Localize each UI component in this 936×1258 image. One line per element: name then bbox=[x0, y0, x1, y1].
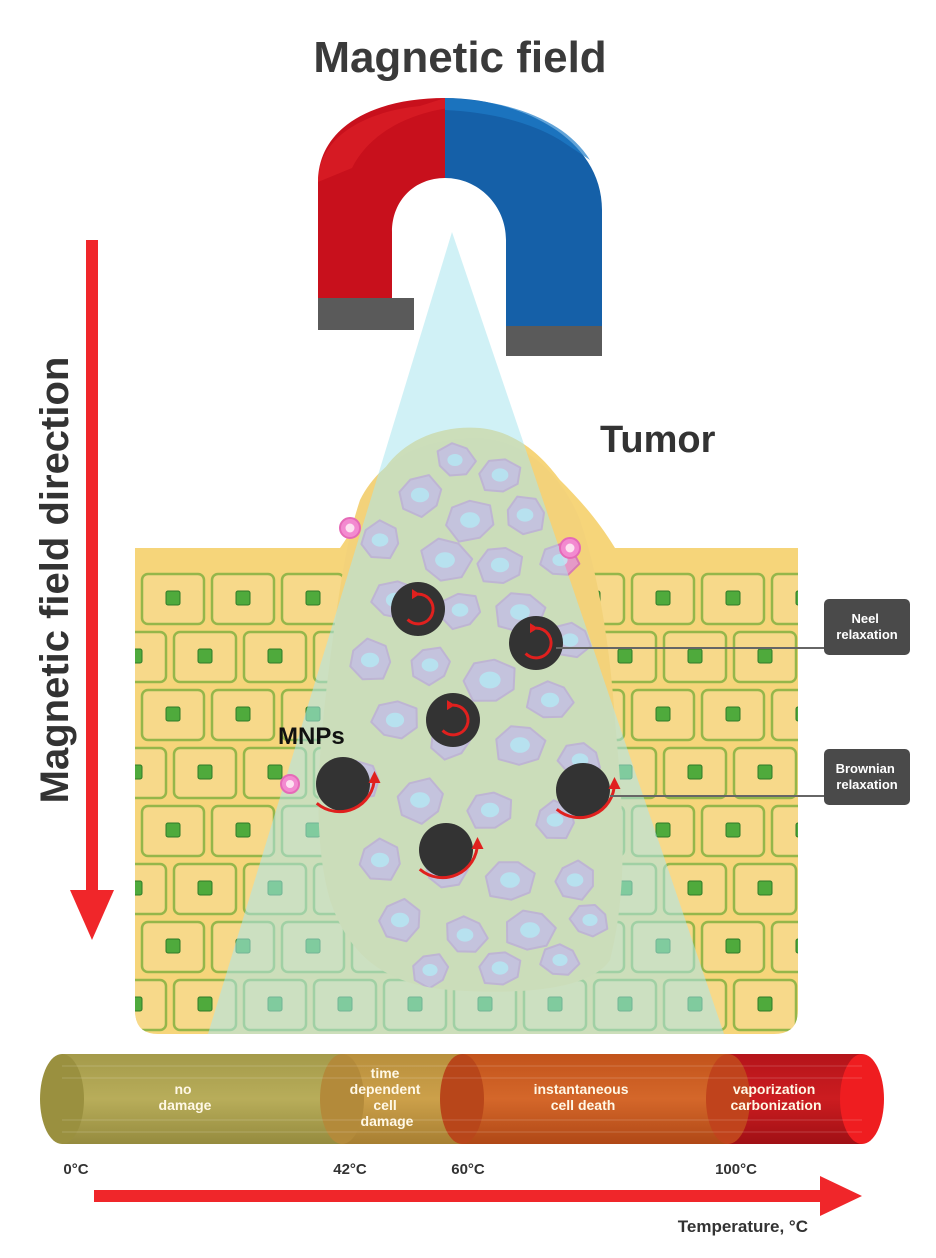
healthy-cell bbox=[210, 688, 276, 742]
segment-no-damage-line-1: no bbox=[175, 1081, 192, 1097]
healthy-cell bbox=[770, 572, 798, 626]
tick-0: 0°C bbox=[63, 1161, 88, 1178]
field-direction-label: Magnetic field direction bbox=[33, 357, 77, 804]
segment-time-dependent-line-2: dependent bbox=[350, 1081, 421, 1097]
healthy-cell bbox=[280, 572, 346, 626]
svg-text:no damage: no damage bbox=[159, 1081, 212, 1113]
healthy-cell bbox=[172, 746, 238, 800]
mnp-particle bbox=[426, 693, 480, 747]
healthy-cell bbox=[630, 688, 696, 742]
healthy-cell bbox=[140, 804, 206, 858]
svg-text:Brownian relaxation: Brownian relaxation bbox=[836, 761, 899, 792]
healthy-cell bbox=[210, 572, 276, 626]
neel-callout-box bbox=[824, 599, 910, 655]
temperature-label: Temperature, °C bbox=[678, 1217, 808, 1236]
segment-no-damage bbox=[62, 1054, 342, 1144]
svg-text:instantaneous cell death: instantaneous cell death bbox=[534, 1081, 633, 1113]
mnp-particle bbox=[315, 757, 381, 814]
neel-callout-line-2: relaxation bbox=[836, 627, 897, 642]
segment-vaporization-line-1: vaporization bbox=[733, 1081, 815, 1097]
segment-time-dependent-line-1: time bbox=[371, 1065, 400, 1081]
brownian-callout-line-1: Brownian bbox=[836, 761, 895, 776]
tumor-label: Tumor bbox=[600, 419, 716, 461]
healthy-cell bbox=[242, 630, 308, 684]
healthy-cell bbox=[662, 746, 728, 800]
mnp-particle bbox=[391, 582, 445, 636]
mnp-particle bbox=[509, 616, 563, 670]
healthy-cell bbox=[630, 572, 696, 626]
mnps-label: MNPs bbox=[278, 723, 345, 750]
bar-left-cap bbox=[40, 1054, 84, 1144]
segment-time-dependent-line-3: cell bbox=[373, 1097, 396, 1113]
segment-no-damage-line-2: damage bbox=[159, 1097, 212, 1113]
healthy-cell bbox=[172, 630, 238, 684]
tumor-cell bbox=[339, 517, 361, 539]
healthy-cell bbox=[770, 804, 798, 858]
temperature-bar bbox=[40, 1054, 884, 1144]
segment-vaporization bbox=[728, 1054, 862, 1144]
magnet-blue-tip bbox=[506, 326, 602, 356]
healthy-cell bbox=[770, 688, 798, 742]
mnp-particle bbox=[418, 823, 484, 880]
tumor-cell bbox=[559, 537, 581, 559]
tick-100: 100°C bbox=[715, 1161, 757, 1178]
brownian-callout-box bbox=[824, 749, 910, 805]
healthy-cell bbox=[700, 688, 766, 742]
healthy-cell bbox=[700, 572, 766, 626]
segment-instantaneous-cap bbox=[706, 1054, 750, 1144]
healthy-cell bbox=[700, 804, 766, 858]
magnet-red-tip bbox=[318, 298, 414, 330]
segment-instantaneous-line-2: cell death bbox=[551, 1097, 616, 1113]
magnet bbox=[318, 98, 602, 356]
healthy-cell bbox=[135, 862, 168, 916]
healthy-cell bbox=[135, 630, 168, 684]
svg-text:Neel relaxation: Neel relaxation bbox=[836, 611, 897, 642]
segment-time-dependent bbox=[342, 1054, 462, 1144]
healthy-cell bbox=[140, 920, 206, 974]
svg-text:vaporization carbonization: vaporization carbonization bbox=[730, 1081, 821, 1113]
segment-vaporization-line-2: carbonization bbox=[730, 1097, 821, 1113]
healthy-cell bbox=[662, 630, 728, 684]
segment-instantaneous-line-1: instantaneous bbox=[534, 1081, 629, 1097]
brownian-callout-line-2: relaxation bbox=[836, 777, 897, 792]
title: Magnetic field bbox=[313, 33, 606, 82]
healthy-cell bbox=[135, 746, 168, 800]
healthy-cell bbox=[140, 572, 206, 626]
magnet-blue-pole bbox=[445, 98, 602, 330]
healthy-cell bbox=[732, 630, 798, 684]
healthy-cell bbox=[732, 978, 798, 1032]
segment-time-dependent-cap bbox=[440, 1054, 484, 1144]
neel-callout-line-1: Neel bbox=[851, 611, 878, 626]
healthy-cell bbox=[135, 978, 168, 1032]
mnp-particles bbox=[315, 582, 621, 880]
segment-vaporization-cap bbox=[840, 1054, 884, 1144]
healthy-cell bbox=[700, 920, 766, 974]
field-direction-arrow bbox=[70, 240, 114, 940]
segment-instantaneous bbox=[462, 1054, 728, 1144]
tick-60: 60°C bbox=[451, 1161, 485, 1178]
tick-42: 42°C bbox=[333, 1161, 367, 1178]
healthy-cell bbox=[140, 688, 206, 742]
segment-no-damage-cap bbox=[320, 1054, 364, 1144]
svg-text:time dependent cell: time dependent cell damage bbox=[350, 1065, 425, 1129]
field-beam bbox=[208, 232, 724, 1034]
mnp-particle bbox=[555, 763, 621, 820]
healthy-cell bbox=[732, 746, 798, 800]
healthy-cell bbox=[770, 920, 798, 974]
tumor-cell bbox=[280, 774, 300, 794]
healthy-cell bbox=[732, 862, 798, 916]
magnet-blue-face bbox=[445, 98, 590, 160]
brownian-callout: Brownian relaxation bbox=[824, 749, 910, 805]
healthy-cell bbox=[172, 862, 238, 916]
temperature-arrow bbox=[94, 1176, 862, 1216]
segment-time-dependent-line-4: damage bbox=[361, 1113, 414, 1129]
neel-callout: Neel relaxation bbox=[824, 599, 910, 655]
